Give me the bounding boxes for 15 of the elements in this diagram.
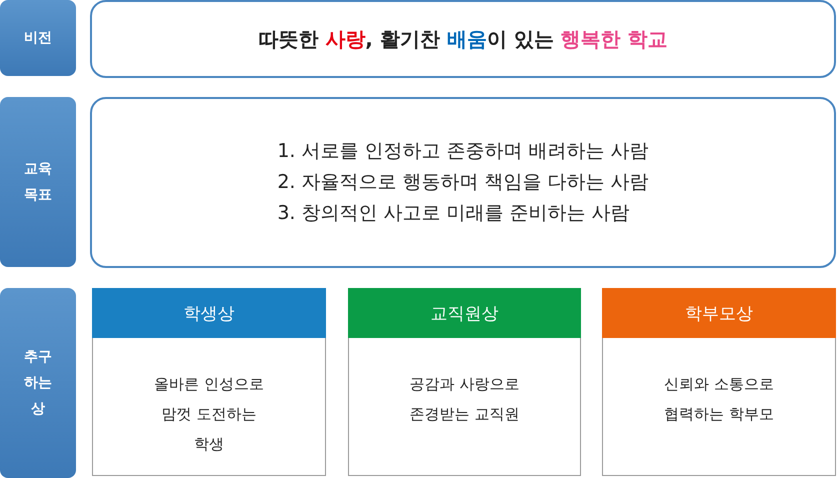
goal-item: 1. 서로를 인정하고 존중하며 배려하는 사람 <box>277 139 649 164</box>
goal-item: 2. 자율적으로 행동하며 책임을 다하는 사람 <box>277 170 649 195</box>
goal-item: 3. 창의적인 사고로 미래를 준비하는 사람 <box>277 201 631 226</box>
label-tab: 추구 하는 상 <box>0 288 76 478</box>
label-tab: 비전 <box>0 0 76 76</box>
card-header: 학생상 <box>92 288 326 338</box>
label-tab: 교육 목표 <box>0 97 76 267</box>
card-body-text: 공감과 사랑으로 존경받는 교직원 <box>408 374 520 425</box>
card-body-text: 신뢰와 소통으로 협력하는 학부모 <box>663 374 775 425</box>
card-header: 학부모상 <box>602 288 836 338</box>
card-header: 교직원상 <box>348 288 581 338</box>
card-body-text: 올바른 인성으로 맘껏 도전하는 학생 <box>153 374 265 455</box>
vision-text: 따뜻한 사랑, 활기찬 배움이 있는 행복한 학교 <box>258 26 668 52</box>
vision-box <box>90 0 836 78</box>
goals-box <box>90 97 836 268</box>
